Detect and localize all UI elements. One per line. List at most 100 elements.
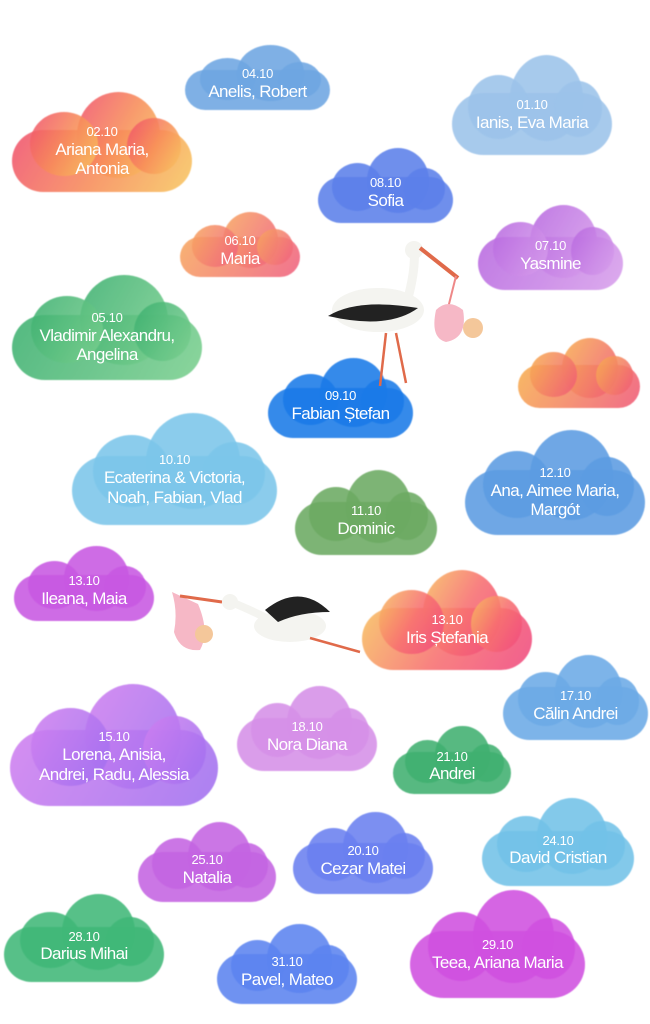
birth-date: 17.10 bbox=[559, 687, 592, 703]
birth-date: 05.10 bbox=[91, 309, 123, 325]
cloud-shape bbox=[143, 715, 206, 785]
baby-names: Natalia bbox=[182, 867, 232, 887]
cloud-shape bbox=[404, 739, 450, 784]
cloud-shape bbox=[92, 435, 171, 508]
cloud-shape bbox=[151, 838, 205, 890]
cloud-shape bbox=[470, 596, 522, 652]
cloud-shape bbox=[256, 228, 293, 266]
baby-names: Angelina bbox=[76, 345, 138, 365]
baby-names: Ariana Maria, bbox=[55, 139, 149, 159]
cloud-shape bbox=[595, 677, 640, 725]
cloud-shape bbox=[127, 118, 182, 174]
cloud-shape bbox=[522, 918, 575, 979]
baby-names: Ileana, Maia bbox=[41, 588, 127, 608]
baby-names: Lorena, Anisia, bbox=[62, 745, 166, 765]
cloud-shape bbox=[326, 708, 369, 756]
birth-date: 29.10 bbox=[481, 936, 514, 952]
birth-date: 02.10 bbox=[86, 123, 118, 139]
birth-date: 08.10 bbox=[369, 174, 402, 190]
baby-names: Ianis, Eva Maria bbox=[475, 112, 589, 132]
birth-date: 01.10 bbox=[516, 96, 548, 112]
baby-names: Cezar Matei bbox=[320, 858, 406, 878]
cloud-shape bbox=[530, 352, 577, 397]
birth-date: 31.10 bbox=[271, 953, 303, 969]
cloud-shape bbox=[103, 565, 146, 608]
baby-names: Andrei bbox=[429, 764, 475, 784]
birth-date: 28.10 bbox=[68, 928, 100, 944]
cloud-shape bbox=[226, 842, 268, 888]
birth-date: 18.10 bbox=[291, 718, 323, 734]
cloud-shape bbox=[30, 112, 99, 176]
baby-names: Margót bbox=[530, 500, 580, 520]
cloud-shape bbox=[192, 225, 238, 267]
baby-names: Andrei, Radu, Alessia bbox=[39, 764, 190, 784]
baby-names: Dominic bbox=[337, 518, 395, 538]
birth-date: 10.10 bbox=[158, 452, 191, 468]
cloud-shape bbox=[277, 61, 322, 99]
baby-names: Călin Andrei bbox=[533, 703, 618, 723]
cloud-shape bbox=[579, 820, 625, 871]
baby-names: Nora Diana bbox=[267, 734, 348, 754]
baby-names: David Cristian bbox=[509, 848, 607, 868]
cloud-shape bbox=[427, 911, 494, 981]
flying-stork-with-baby-icon bbox=[172, 592, 361, 654]
cloud-shape bbox=[382, 833, 425, 880]
cloud-shape bbox=[492, 222, 548, 277]
cloud-shape bbox=[331, 163, 383, 211]
cloud-shape bbox=[20, 911, 81, 968]
cloud-shape bbox=[28, 561, 82, 609]
cloud-shape bbox=[30, 708, 110, 787]
cloud-shape bbox=[468, 743, 504, 782]
cloud-shape bbox=[282, 374, 338, 426]
baby-names: Vladimir Alexandru, bbox=[39, 325, 175, 345]
cloud-shape bbox=[517, 672, 573, 727]
birth-date: 11.10 bbox=[350, 502, 382, 518]
birth-date: 12.10 bbox=[539, 464, 571, 480]
cloud-shape bbox=[309, 487, 364, 542]
baby-names: Anelis, Robert bbox=[208, 81, 307, 101]
baby-names: Teea, Ariana Maria bbox=[432, 952, 564, 972]
cloud-shape bbox=[306, 944, 349, 990]
cloud-shape bbox=[385, 492, 429, 540]
cloud-shape bbox=[580, 457, 635, 517]
cloud-shape bbox=[307, 828, 361, 881]
birth-date: 25.10 bbox=[191, 851, 223, 867]
baby-names: Ecaterina & Victoria, bbox=[103, 468, 246, 488]
cloud-shape bbox=[106, 916, 155, 967]
cloud-shape bbox=[570, 227, 615, 275]
birth-date: 07.10 bbox=[534, 237, 567, 253]
